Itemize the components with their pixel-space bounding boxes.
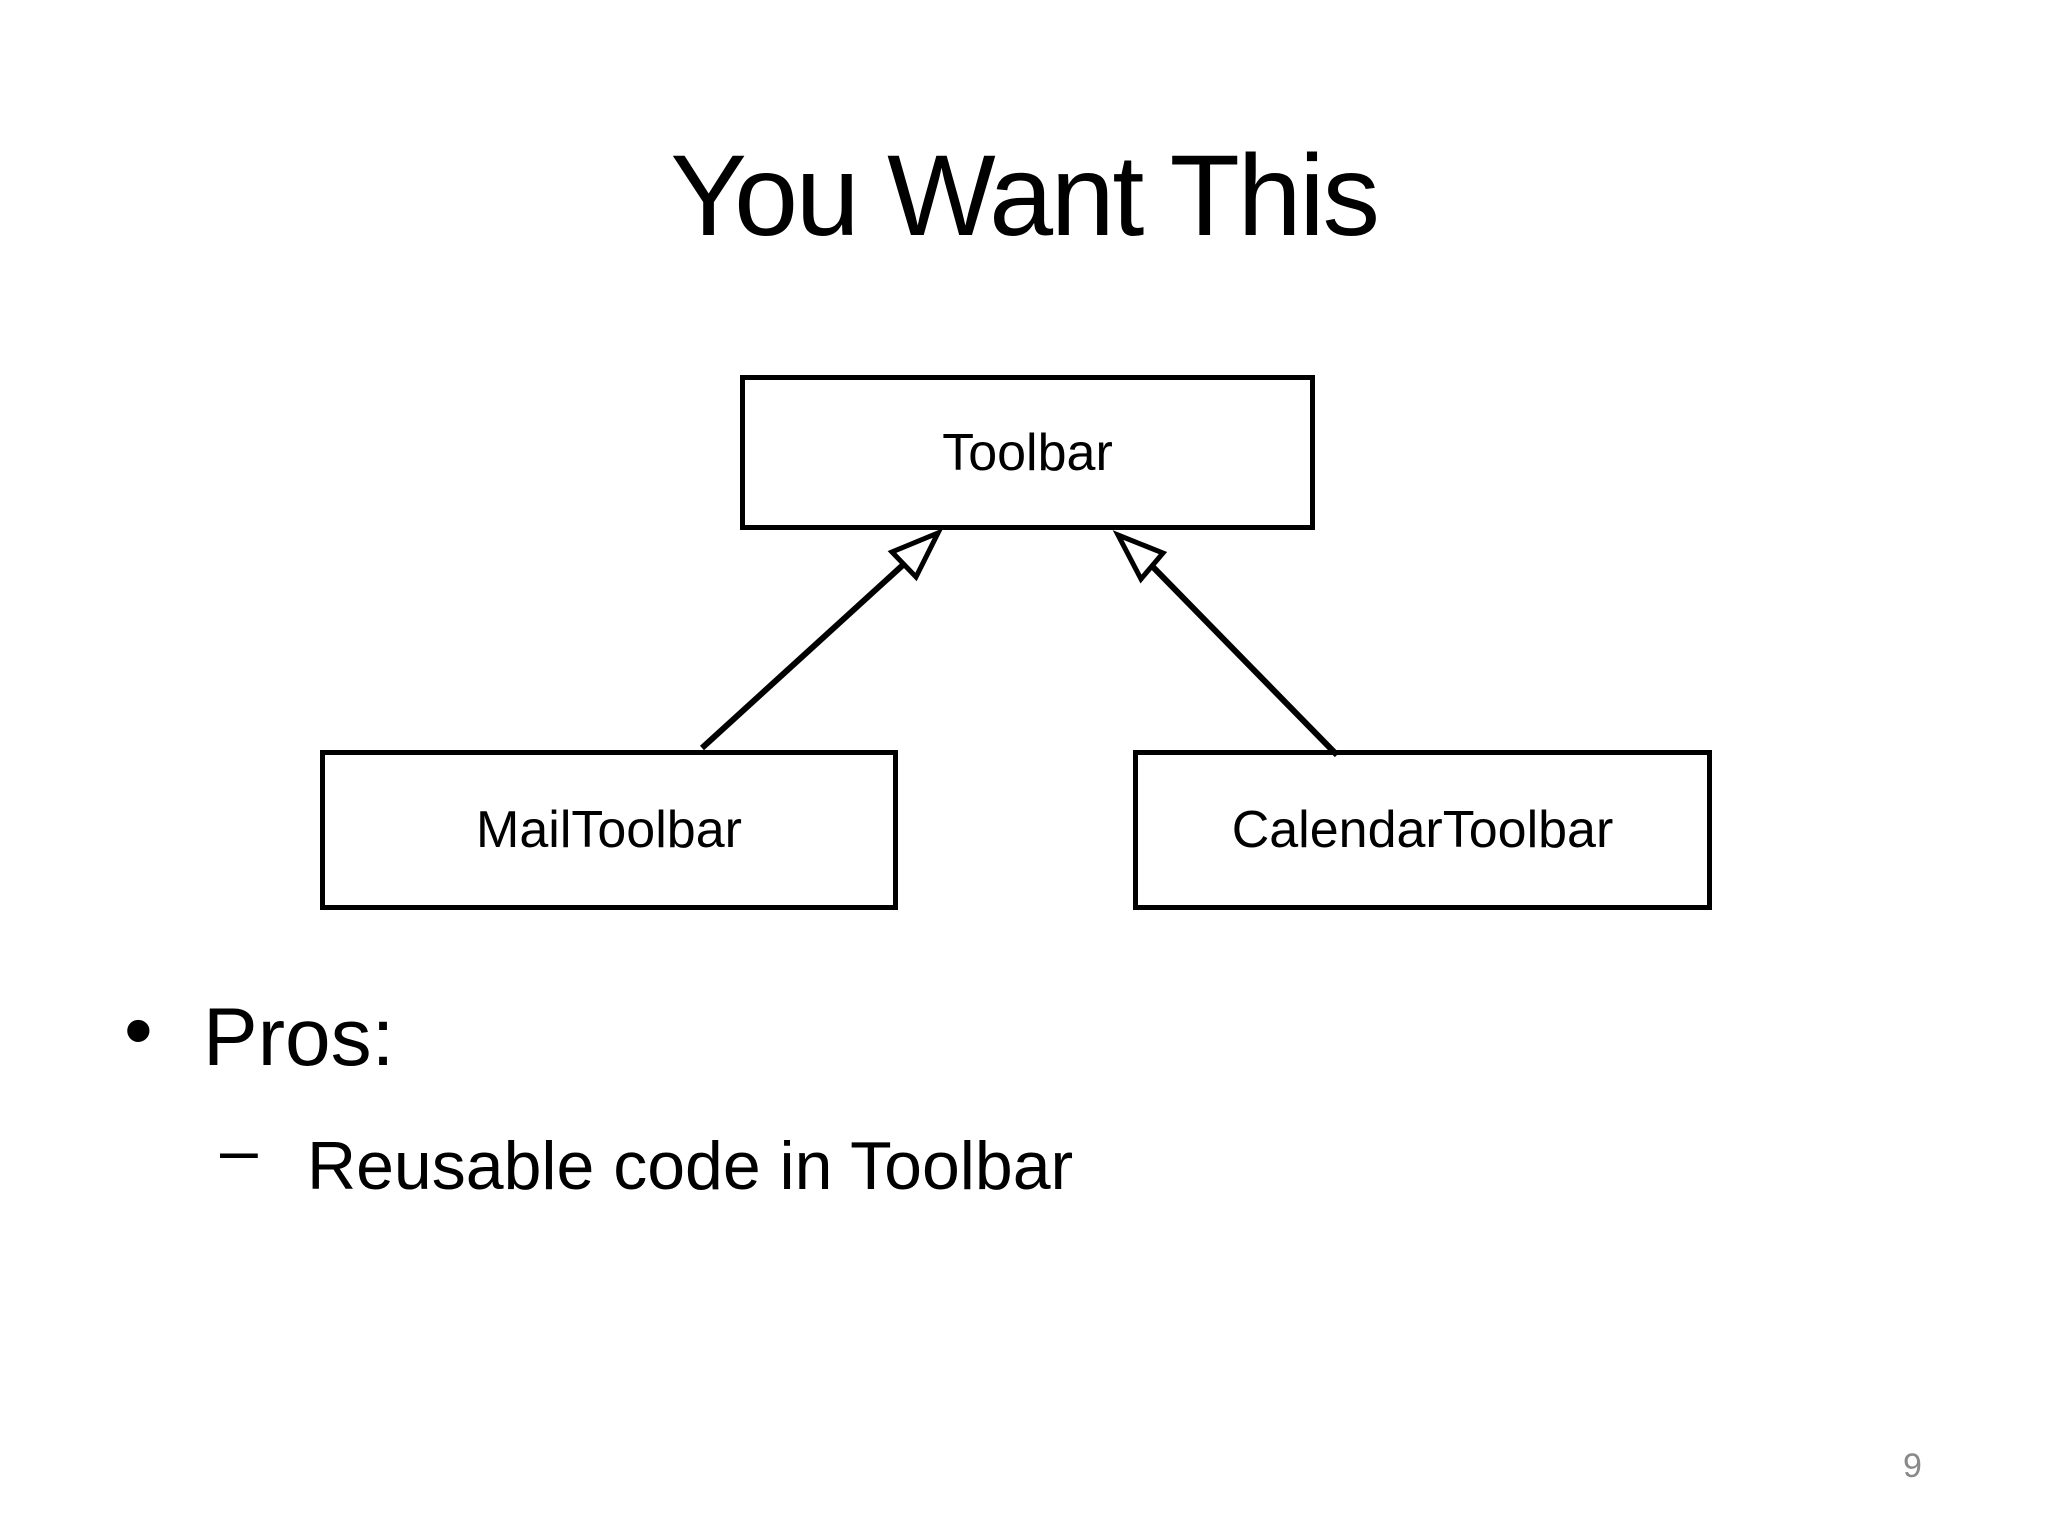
uml-box-mailtoolbar-label: MailToolbar: [476, 801, 742, 859]
uml-box-toolbar-label: Toolbar: [942, 423, 1113, 482]
uml-box-mailtoolbar: MailToolbar: [320, 750, 898, 910]
uml-box-toolbar: Toolbar: [740, 375, 1315, 530]
slide-title: You Want This: [670, 132, 1380, 260]
dash-marker-icon: –: [220, 1112, 258, 1188]
page-number: 9: [1903, 1447, 1922, 1485]
inheritance-arrow-right: [1112, 530, 1340, 758]
hollow-triangle-arrowhead-left-icon: [887, 528, 944, 582]
inheritance-arrow-left-shaft: [699, 561, 907, 751]
bullet-dot-icon: •: [124, 985, 153, 1076]
uml-box-calendartoolbar-label: CalendarToolbar: [1231, 801, 1614, 859]
inheritance-arrow-right-shaft: [1149, 563, 1340, 758]
bullet-level2-text: Reusable code in Toolbar: [307, 1128, 1074, 1204]
bullet-level1-text: Pros:: [203, 992, 395, 1083]
inheritance-arrow-left: [699, 528, 944, 751]
hollow-triangle-arrowhead-right-icon: [1112, 530, 1168, 584]
uml-box-calendartoolbar: CalendarToolbar: [1133, 750, 1712, 910]
